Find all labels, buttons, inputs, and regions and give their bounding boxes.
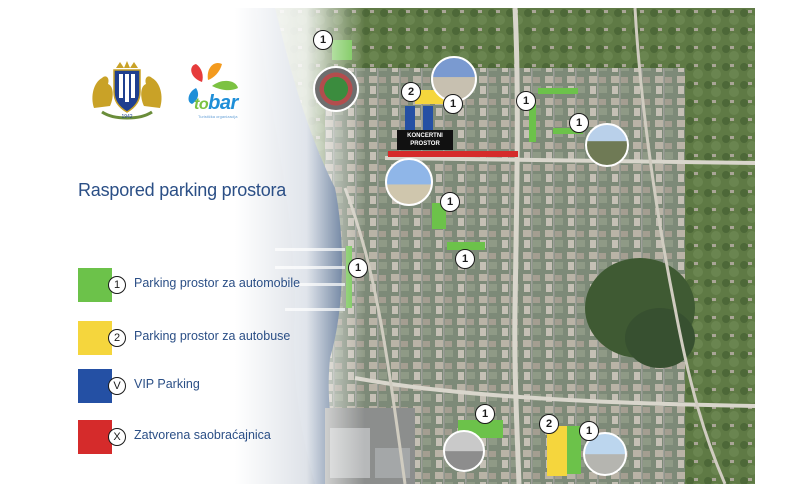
parking-bus: [547, 426, 567, 476]
parking-car: [447, 242, 485, 250]
legend-symbol: X: [108, 428, 126, 446]
marker-car-parking[interactable]: 1: [475, 404, 495, 424]
tobar-wordmark: tobar: [194, 92, 238, 115]
tobar-logo-leaves: [188, 62, 238, 104]
map-canvas: [235, 8, 755, 484]
legend-symbol: 2: [108, 329, 126, 347]
marker-bus-parking[interactable]: 2: [539, 414, 559, 434]
church-photo: [385, 158, 433, 206]
hall-photo: [443, 430, 485, 472]
legend-label: VIP Parking: [134, 377, 200, 391]
concert-venue-label: KONCERTNI PROSTOR: [397, 130, 453, 150]
logos: 1942 tobar Turistička organizacija: [88, 58, 258, 124]
closed-road: [388, 151, 518, 157]
parking-car: [553, 128, 583, 134]
legend-label: Parking prostor za autobuse: [134, 329, 291, 343]
marker-car-parking[interactable]: 1: [569, 113, 589, 133]
marker-car-parking[interactable]: 1: [348, 258, 368, 278]
marker-bus-parking[interactable]: 2: [401, 82, 421, 102]
legend-symbol: V: [108, 377, 126, 395]
tobar-name: bar: [208, 92, 238, 114]
legend-item-closed-road: X Zatvorena saobraćajnica: [78, 420, 318, 456]
vip-parking-swatch: [78, 369, 112, 403]
marker-car-parking[interactable]: 1: [516, 91, 536, 111]
building-photo: [585, 123, 629, 167]
legend-item-car-parking: 1 Parking prostor za automobile: [78, 268, 318, 304]
bar-municipality-crest: 1942: [92, 61, 162, 120]
crest-year: 1942: [121, 114, 132, 120]
marker-car-parking[interactable]: 1: [313, 30, 333, 50]
marker-car-parking[interactable]: 1: [440, 192, 460, 212]
marker-car-parking[interactable]: 1: [579, 421, 599, 441]
legend-label: Zatvorena saobraćajnica: [134, 428, 271, 442]
parking-car: [565, 426, 581, 474]
parking-vip: [423, 106, 433, 130]
parking-car: [538, 88, 578, 94]
tobar-prefix: to: [194, 96, 209, 113]
legend-item-vip-parking: V VIP Parking: [78, 369, 318, 405]
legend-symbol: 1: [108, 276, 126, 294]
parking-car: [529, 100, 536, 142]
legend-title: Raspored parking prostora: [78, 180, 287, 200]
legend-label: Parking prostor za automobile: [134, 276, 301, 290]
closed-road-swatch: [78, 420, 112, 454]
parking-vip: [405, 106, 415, 130]
bus-parking-swatch: [78, 321, 112, 355]
marker-car-parking[interactable]: 1: [455, 249, 475, 269]
stadium-photo: [313, 66, 359, 112]
car-parking-swatch: [78, 268, 112, 302]
satellite-map[interactable]: KONCERTNI PROSTOR 1 2 1 1 1 1 1 1 1 2 1: [235, 8, 755, 484]
tobar-tagline: Turistička organizacija: [198, 114, 238, 119]
marker-car-parking[interactable]: 1: [443, 94, 463, 114]
legend-item-bus-parking: 2 Parking prostor za autobuse: [78, 321, 318, 357]
